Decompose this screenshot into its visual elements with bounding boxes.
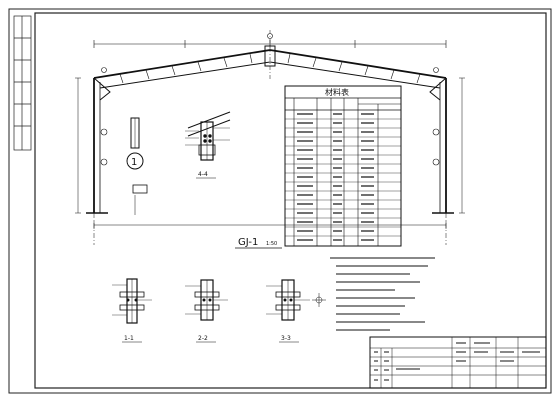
binding-strip	[13, 15, 32, 151]
material-table-title: 材料表	[325, 87, 349, 97]
section-2-2-label: 2-2	[198, 335, 208, 342]
inner-border	[34, 12, 547, 389]
detail-1	[126, 117, 148, 215]
section-3-3	[266, 279, 326, 321]
section-4-4	[185, 111, 231, 161]
detail-circle-number: 1	[131, 157, 137, 168]
section-2-2	[185, 279, 228, 321]
title-block	[369, 336, 547, 389]
frame-scale: 1:50	[266, 241, 277, 247]
section-1-1-label: 1-1	[124, 335, 134, 342]
material-table	[284, 85, 402, 247]
section-1-1	[112, 278, 152, 324]
portal-frame-elevation	[75, 30, 465, 245]
section-4-4-label: 4-4	[198, 171, 208, 178]
general-notes	[330, 257, 435, 331]
outer-border	[8, 8, 552, 394]
section-3-3-label: 3-3	[281, 335, 291, 342]
frame-title: GJ-1	[238, 237, 258, 248]
